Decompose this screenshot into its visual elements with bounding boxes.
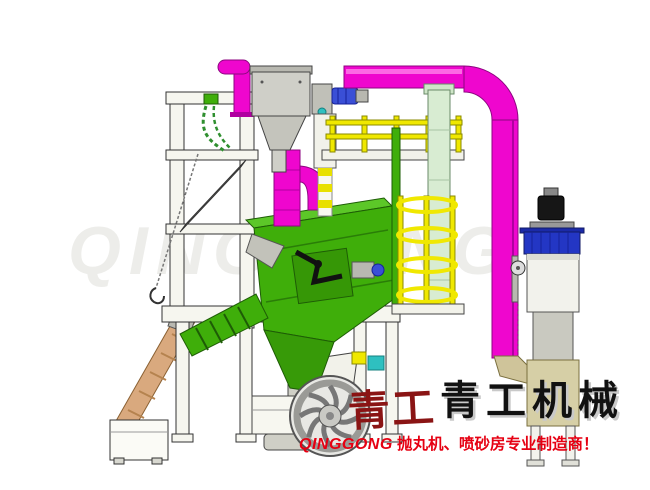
dust-collector	[510, 187, 585, 467]
crank-lever	[294, 249, 343, 286]
brand-name-shadow: 青工机械	[443, 380, 627, 427]
qinggong-logo: 青工 青工机械 青工机械 QINGGONG 抛丸机、喷砂房专业制造商！	[289, 375, 627, 457]
main-dust-duct	[343, 65, 531, 385]
chain-hoist	[201, 93, 231, 154]
collector-motor	[537, 195, 565, 221]
logo-tagline: 抛丸机、喷砂房专业制造商！	[397, 434, 599, 453]
feed-cone	[245, 233, 285, 269]
segmented-guide	[317, 167, 333, 217]
lifting-cable-and-hook	[149, 153, 199, 305]
support-tower	[165, 91, 259, 329]
logo-calligraphy: 青工	[347, 383, 437, 437]
platform-leg	[239, 321, 253, 435]
duct-bend	[463, 65, 519, 121]
brand-name-en: QINGGONG	[299, 436, 393, 453]
handrail	[325, 119, 463, 126]
yellow-fitting	[351, 351, 367, 365]
elevator-motor	[331, 87, 359, 105]
caged-ladder	[391, 127, 465, 315]
diagonal-brace	[179, 159, 247, 233]
brand-name-cn: 青工机械	[440, 377, 624, 424]
hook-icon	[149, 287, 165, 305]
chain	[201, 105, 227, 154]
impeller-emblem-icon	[289, 375, 371, 457]
collector-hopper	[526, 359, 580, 427]
filter-cylinder	[526, 253, 580, 313]
access-door	[291, 247, 354, 305]
collection-cart	[109, 419, 169, 465]
cyan-motor	[367, 355, 385, 371]
head-funnel	[257, 115, 307, 151]
drive-motor	[371, 263, 385, 277]
